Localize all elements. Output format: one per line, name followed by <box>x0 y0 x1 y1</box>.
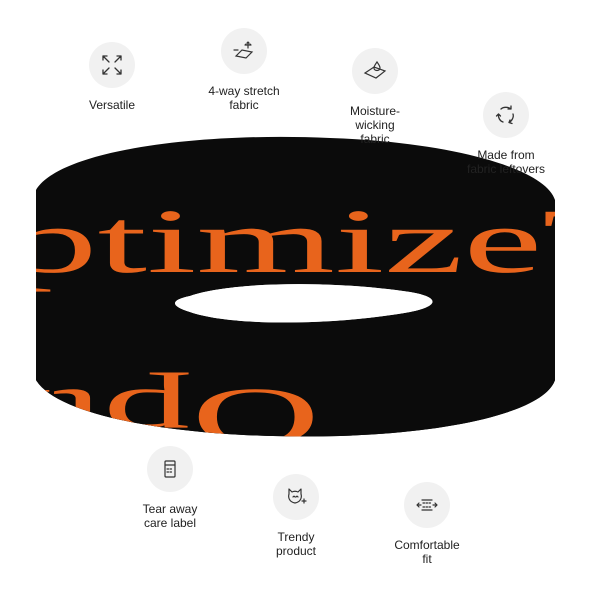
feature-label: 4-way stretch fabric <box>208 84 280 112</box>
feature-label: Tear away care label <box>142 502 198 530</box>
water-drop-fabric-icon <box>352 48 398 94</box>
feature-label: Made from fabric leftovers <box>466 148 546 176</box>
brand-text-front: OptimizeTx <box>0 190 600 292</box>
recycle-icon <box>483 92 529 138</box>
care-label-icon <box>147 446 193 492</box>
feature-versatile: Versatile <box>72 42 152 112</box>
feature-tearaway: Tear away care label <box>130 446 210 530</box>
feature-label: Versatile <box>88 98 136 112</box>
feature-moisture: Moisture- wicking fabric <box>332 48 418 146</box>
feature-label: Moisture- wicking fabric <box>349 104 400 146</box>
feature-trendy: Trendy product <box>256 474 336 558</box>
feature-label: Comfortable fit <box>394 538 460 566</box>
comfort-fit-icon <box>404 482 450 528</box>
feature-stretch: 4-way stretch fabric <box>196 28 292 112</box>
stretch-fabric-icon <box>221 28 267 74</box>
arrows-expand-icon <box>89 42 135 88</box>
feature-comfortable: Comfortable fit <box>384 482 470 566</box>
feature-label: Trendy product <box>275 530 317 558</box>
cat-sparkle-icon <box>273 474 319 520</box>
feature-leftovers: Made from fabric leftovers <box>456 92 556 176</box>
